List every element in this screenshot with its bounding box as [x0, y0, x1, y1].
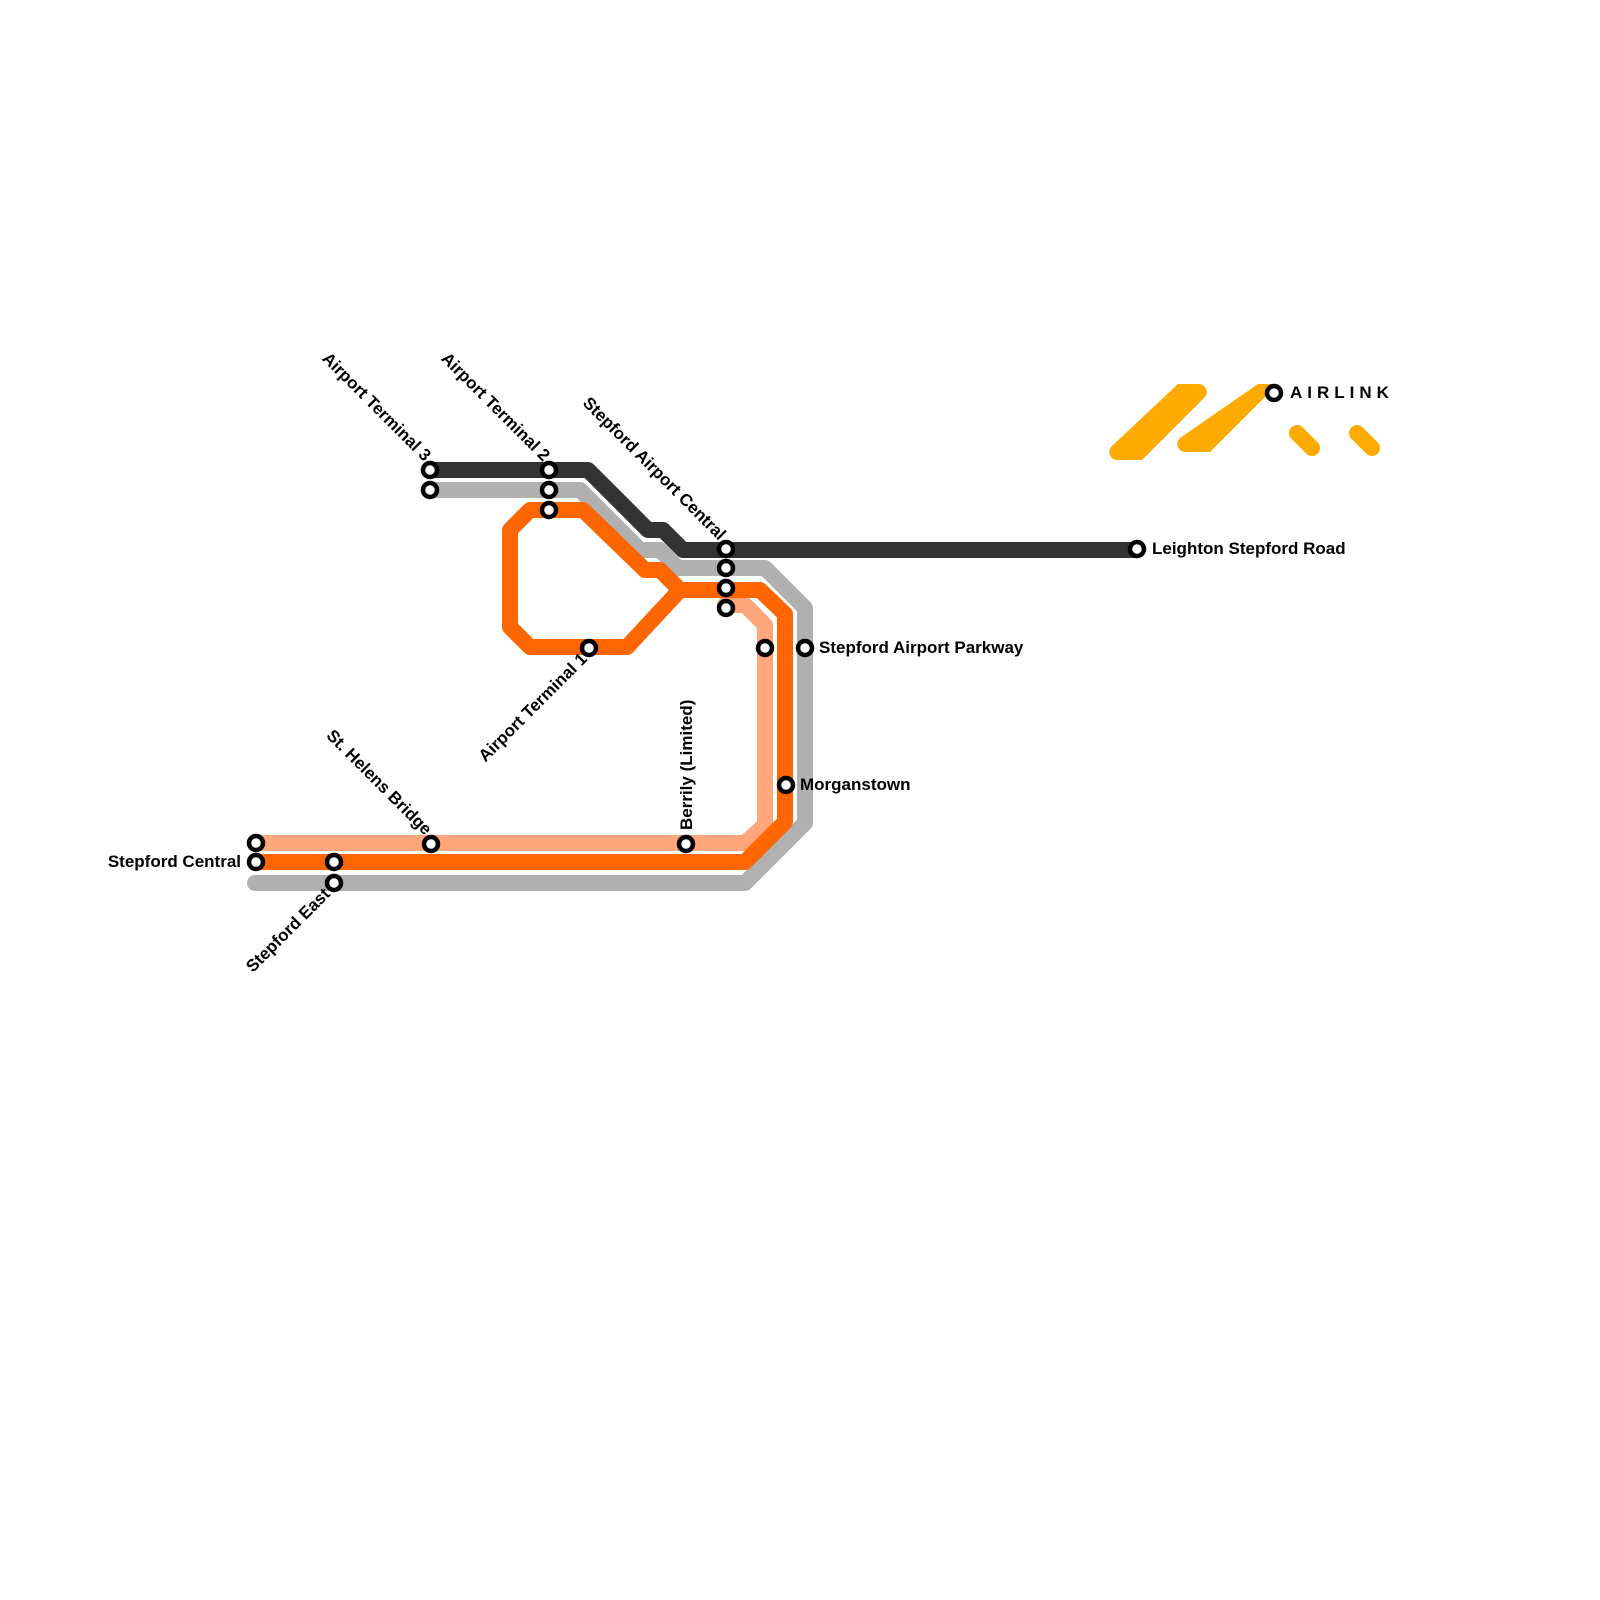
station-marker[interactable]	[795, 638, 815, 658]
orange-loop	[502, 502, 688, 655]
label-terminal1: Airport Terminal 1	[475, 649, 591, 765]
logo-text: AIRLINK	[1290, 383, 1394, 402]
station-marker[interactable]	[539, 460, 559, 480]
station-marker[interactable]	[539, 480, 559, 500]
station-marker[interactable]	[421, 834, 441, 854]
station-marker[interactable]	[716, 578, 736, 598]
label-parkway: Stepford Airport Parkway	[819, 638, 1024, 657]
light-orange-line	[247, 597, 773, 851]
label-stepford-central: Stepford Central	[108, 852, 241, 871]
label-st-helens: St. Helens Bridge	[323, 726, 436, 839]
label-morganstown: Morganstown	[800, 775, 911, 794]
label-berrily: Berrily (Limited)	[677, 700, 696, 830]
station-marker[interactable]	[579, 638, 599, 658]
station-marker[interactable]	[420, 460, 440, 480]
station-marker[interactable]	[755, 638, 775, 658]
station-marker[interactable]	[246, 833, 266, 853]
station-marker[interactable]	[1127, 539, 1147, 559]
station-marker[interactable]	[716, 598, 736, 618]
station-marker[interactable]	[246, 852, 266, 872]
label-leighton: Leighton Stepford Road	[1152, 539, 1346, 558]
station-marker[interactable]	[539, 500, 559, 520]
station-marker[interactable]	[324, 852, 344, 872]
station-marker[interactable]	[716, 539, 736, 559]
orange-line	[247, 582, 793, 870]
logo-dash	[1289, 425, 1320, 456]
station-marker[interactable]	[676, 834, 696, 854]
station-marker[interactable]	[776, 775, 796, 795]
station-marker[interactable]	[324, 873, 344, 893]
logo-stripe	[1177, 384, 1278, 453]
label-stepford-east: Stepford East	[242, 884, 334, 976]
dark-line	[422, 462, 1145, 558]
station-marker[interactable]	[420, 480, 440, 500]
logo-stripe	[1109, 383, 1207, 461]
label-terminal3: Airport Terminal 3	[319, 349, 435, 465]
logo-dash	[1349, 425, 1380, 456]
logo-station-marker	[1264, 383, 1284, 403]
stations	[246, 383, 1284, 893]
airlink-logo	[1109, 383, 1380, 461]
station-marker[interactable]	[716, 558, 736, 578]
label-terminal2: Airport Terminal 2	[438, 349, 554, 465]
